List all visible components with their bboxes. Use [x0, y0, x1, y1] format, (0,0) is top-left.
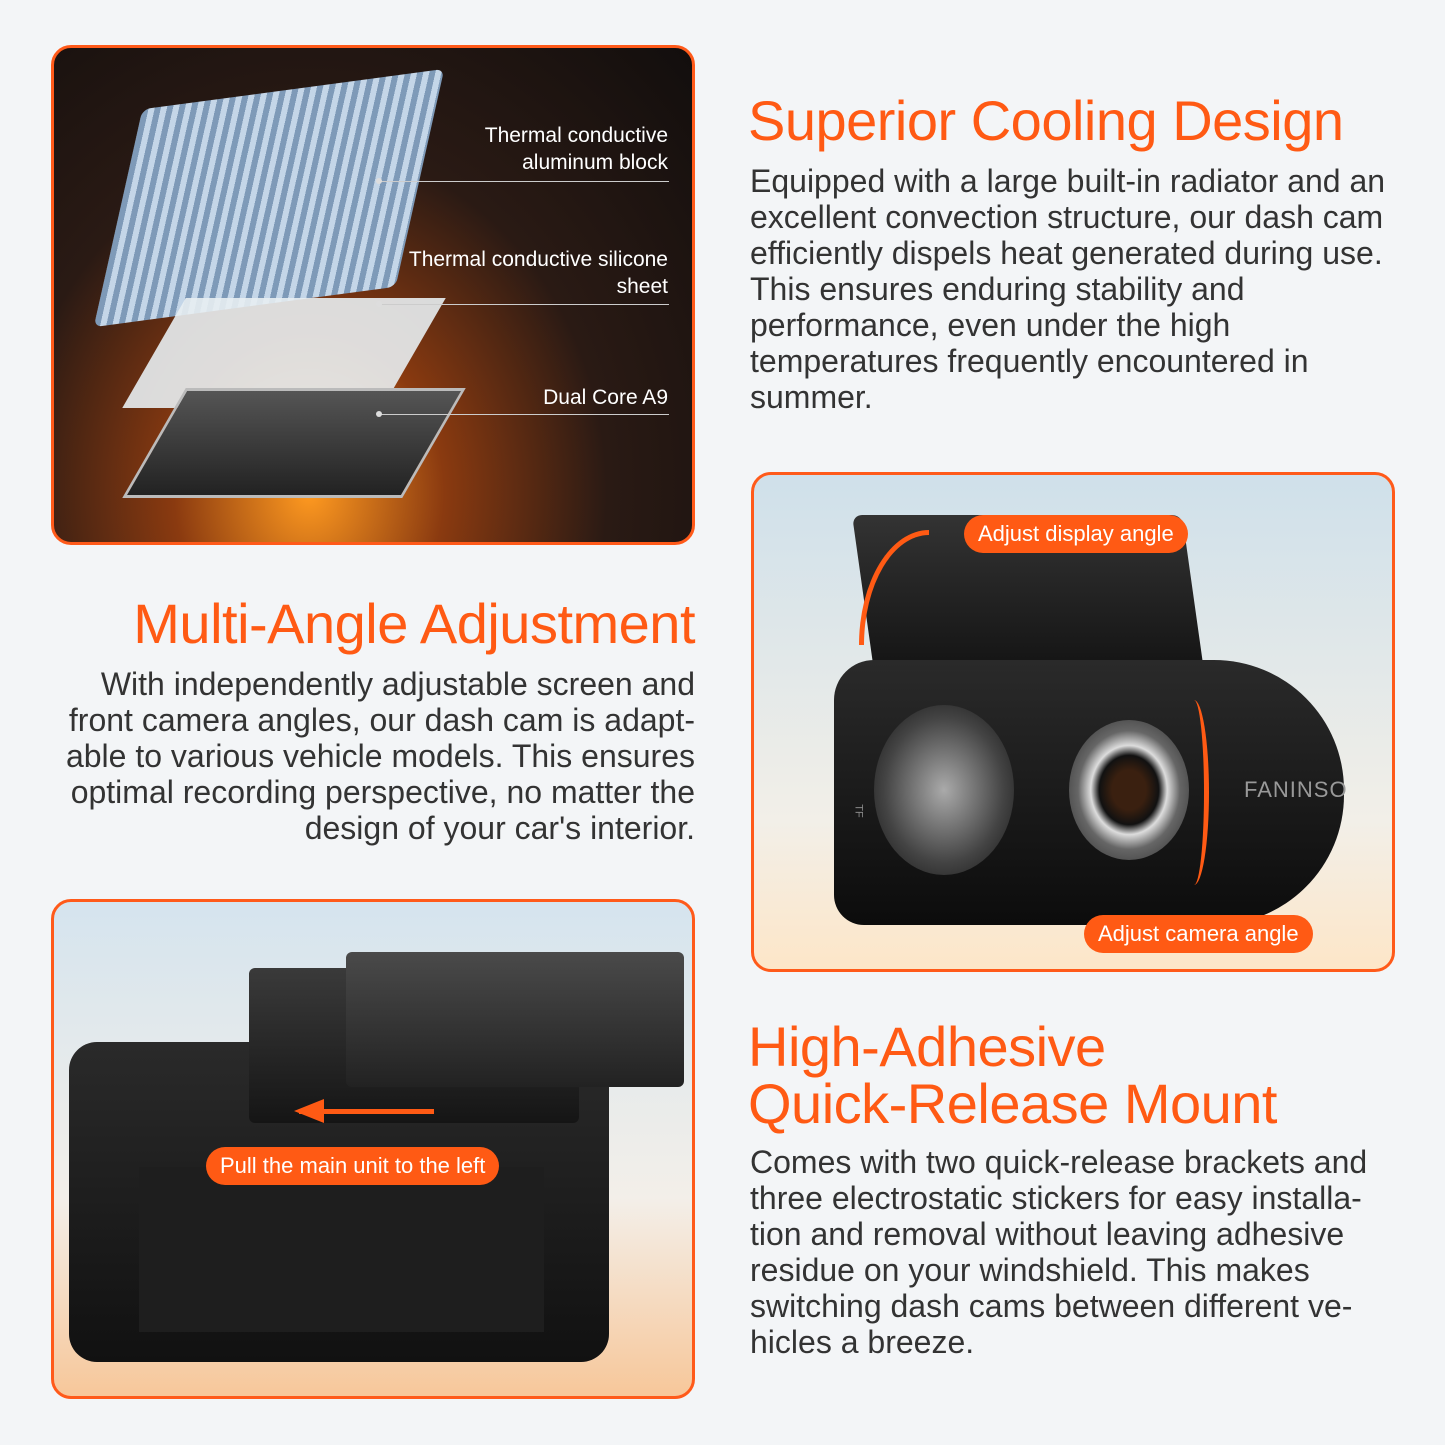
mount-image: Pull the main unit to the left [51, 899, 695, 1399]
adjustment-image: FANINSO TF Adjust display angle Adjust c… [751, 472, 1395, 972]
heatsink-illustration [93, 68, 445, 328]
angle-body: With independently adjustable screen and… [65, 666, 695, 846]
label-aluminum-block: Thermal conductive aluminum block [484, 124, 668, 174]
brand-logo: FANINSO [1244, 777, 1348, 802]
pointer-line [379, 304, 669, 305]
camera-lens [1069, 720, 1189, 860]
adhesive-plate [346, 952, 684, 1087]
mount-body: Comes with two quick-release brackets an… [750, 1144, 1368, 1360]
label-dual-core: Dual Core A9 [543, 386, 668, 409]
label-silicone-sheet: Thermal conductive silicone sheet [408, 248, 668, 298]
pull-arrowhead [294, 1099, 324, 1123]
pointer-dot [376, 301, 382, 307]
cooling-title: Superior Cooling Design [748, 89, 1344, 152]
cooling-body: Equipped with a large built-in radiator … [750, 163, 1386, 415]
pointer-line [379, 181, 669, 182]
adjust-display-label: Adjust display angle [964, 515, 1188, 553]
pull-arrow [299, 1109, 434, 1114]
pointer-dot [376, 178, 382, 184]
cooling-image: Thermal conductive aluminum block Therma… [51, 45, 695, 545]
camera-angle-arrow [1179, 700, 1209, 885]
pointer-dot [376, 411, 382, 417]
adjust-camera-label: Adjust camera angle [1084, 915, 1313, 953]
dashcam-screen [139, 1167, 544, 1332]
pointer-line [379, 414, 669, 415]
mount-title: High-Adhesive Quick-Release Mount [748, 1018, 1277, 1132]
tf-slot-label: TF [852, 804, 865, 818]
mount-title-line2: Quick-Release Mount [748, 1072, 1277, 1135]
speaker-grill [874, 705, 1014, 875]
mount-title-line1: High-Adhesive [748, 1015, 1106, 1078]
angle-title: Multi-Angle Adjustment [133, 592, 695, 655]
pull-label: Pull the main unit to the left [206, 1147, 500, 1185]
